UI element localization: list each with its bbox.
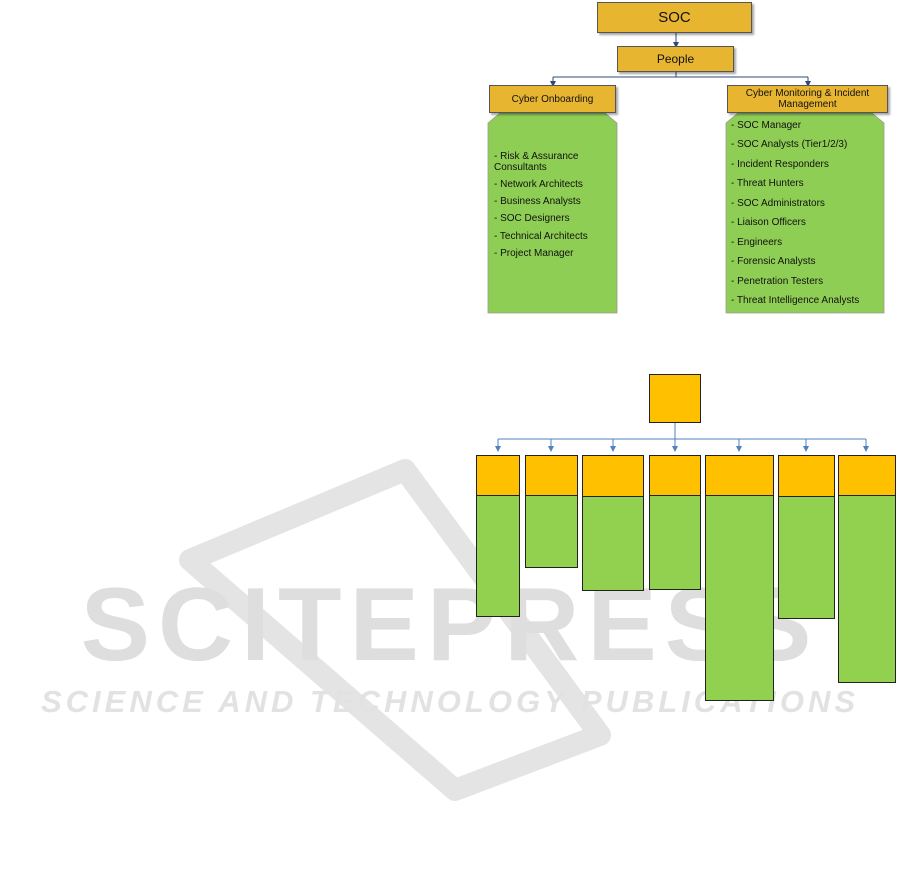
monitoring-item: - SOC Analysts (Tier1/2/3): [731, 139, 848, 150]
soc-root-label: SOC: [658, 9, 691, 26]
cyber-onboarding-label: Cyber Onboarding: [511, 93, 594, 105]
monitoring-item: - SOC Manager: [731, 120, 802, 131]
cyber-monitoring-label: Cyber Monitoring & Incident Management: [745, 88, 870, 110]
bottom-column-body: [476, 495, 520, 617]
monitoring-item: - Incident Responders: [731, 159, 829, 170]
bottom-column-header: [838, 455, 896, 496]
people-label: People: [656, 52, 695, 66]
monitoring-item: - Liaison Officers: [731, 217, 806, 228]
onboarding-item: - Risk & Assurance Consultants: [494, 151, 579, 173]
onboarding-item: - Business Analysts: [494, 196, 581, 207]
bottom-root-node: [649, 374, 701, 423]
monitoring-item: - Threat Intelligence Analysts: [731, 295, 860, 306]
people-node: People: [617, 46, 734, 72]
monitoring-item: - Forensic Analysts: [731, 256, 816, 267]
bottom-column-body: [582, 496, 644, 591]
bottom-column-header: [476, 455, 520, 496]
cyber-monitoring-node: Cyber Monitoring & Incident Management: [727, 85, 888, 113]
bottom-column-body: [649, 495, 701, 590]
bottom-column-header: [649, 455, 701, 496]
onboarding-item: - Project Manager: [494, 248, 574, 259]
onboarding-item: - SOC Designers: [494, 213, 570, 224]
bottom-column-header: [582, 455, 644, 497]
bottom-column-header: [778, 455, 835, 497]
cyber-monitoring-panel: [725, 112, 885, 314]
bottom-column-header: [525, 455, 578, 496]
bottom-column-body: [838, 495, 896, 683]
bottom-column-body: [705, 495, 774, 701]
cyber-onboarding-node: Cyber Onboarding: [489, 85, 616, 113]
monitoring-item: - Engineers: [731, 237, 783, 248]
cyber-onboarding-panel: [487, 112, 618, 314]
onboarding-item: - Network Architects: [494, 179, 583, 190]
onboarding-item: - Technical Architects: [494, 231, 588, 242]
bottom-column-body: [525, 495, 578, 568]
monitoring-item: - SOC Administrators: [731, 198, 825, 209]
bottom-column-header: [705, 455, 774, 496]
soc-root-node: SOC: [597, 2, 752, 33]
monitoring-item: - Threat Hunters: [731, 178, 804, 189]
bottom-column-body: [778, 496, 835, 619]
monitoring-item: - Penetration Testers: [731, 276, 824, 287]
